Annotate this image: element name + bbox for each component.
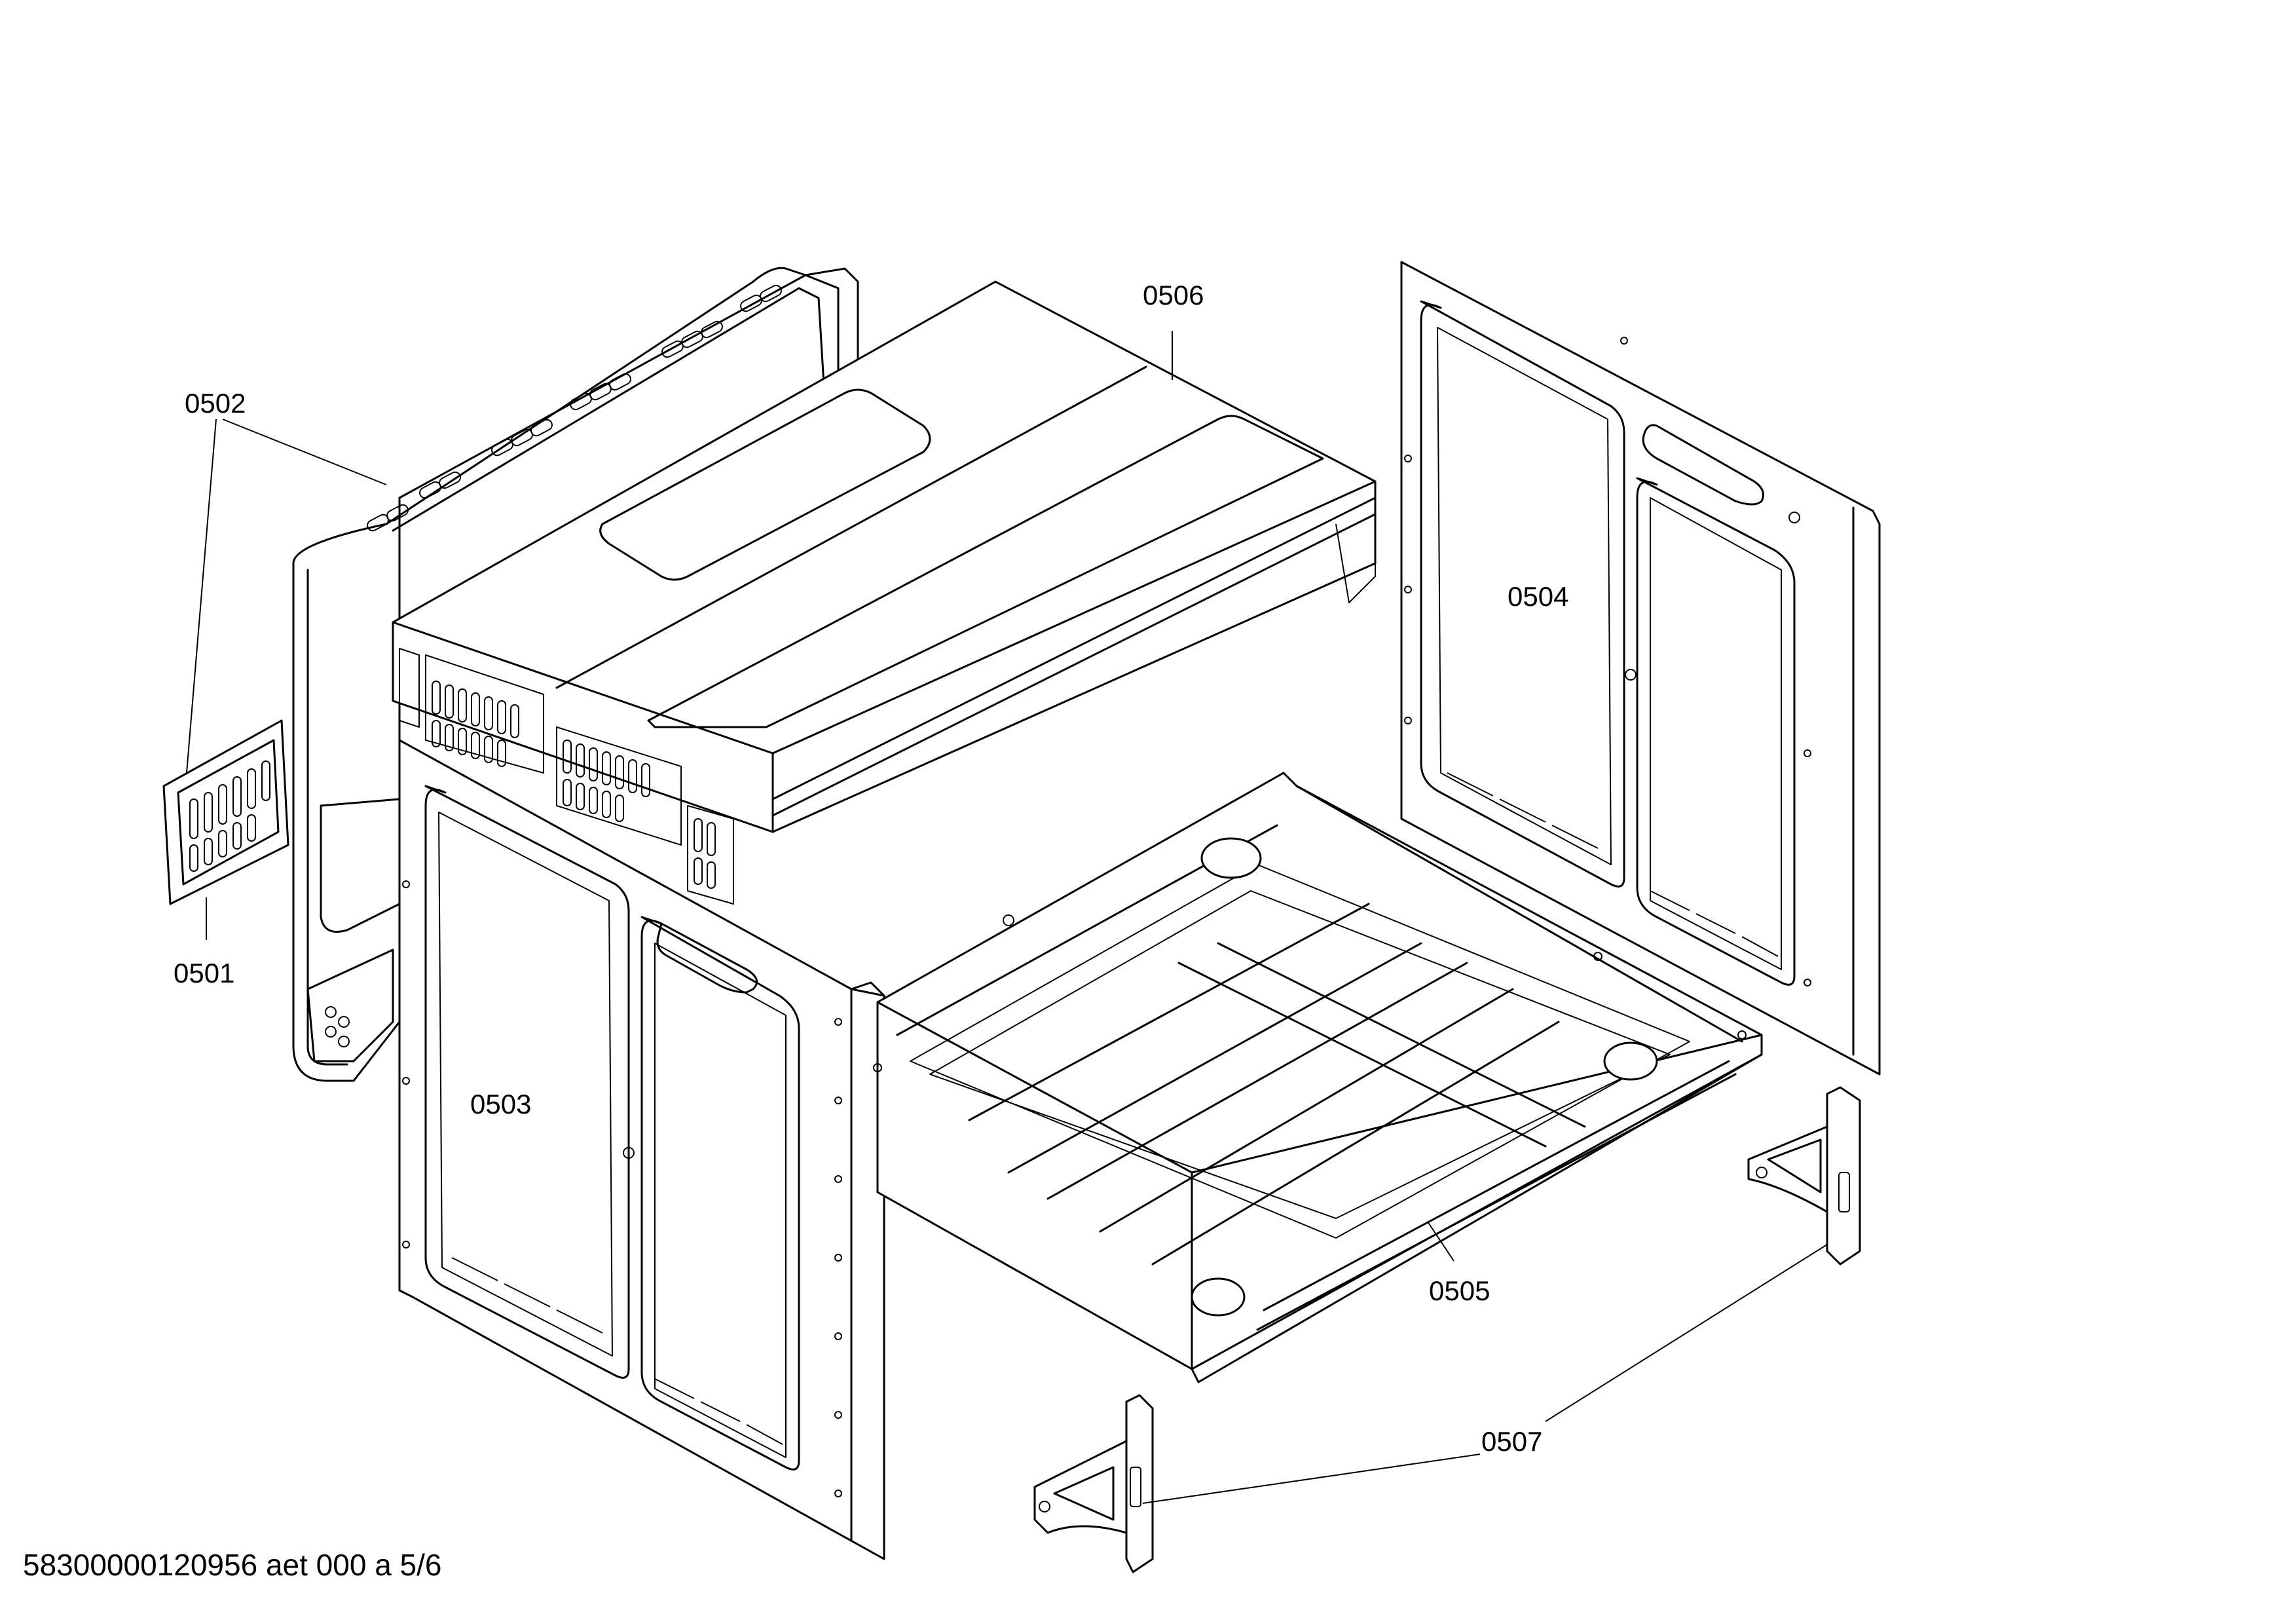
label-0506: 0506: [1143, 280, 1204, 310]
part-0505-bottom-floor: [873, 772, 1763, 1383]
leader-0507-a: [1142, 1454, 1481, 1504]
part-0506-top-cover: [392, 280, 1377, 905]
label-0505: 0505: [1429, 1275, 1490, 1306]
part-0502-rear-frame: [292, 267, 859, 1082]
label-0502: 0502: [185, 388, 246, 419]
leader-0507-b: [1545, 1244, 1828, 1422]
label-0501: 0501: [174, 958, 234, 988]
drawing-reference-footer: 58300000120956 aet 000 a 5/6: [23, 1548, 442, 1582]
leader-0502-a: [222, 419, 387, 485]
part-0504-right-side-panel: [1400, 261, 1881, 1076]
leader-0505: [1427, 1221, 1454, 1262]
part-0507-bracket-right: [1747, 1086, 1861, 1266]
part-0501-rear-grille: [162, 719, 289, 905]
part-0507-bracket-left: [1033, 1394, 1154, 1573]
label-0503: 0503: [470, 1089, 531, 1119]
label-0507: 0507: [1481, 1426, 1542, 1457]
leader-0502-b: [186, 419, 217, 774]
leader-lines: [186, 331, 1828, 1504]
label-0504: 0504: [1508, 581, 1568, 612]
part-0503-left-side-panel: [398, 739, 885, 1560]
